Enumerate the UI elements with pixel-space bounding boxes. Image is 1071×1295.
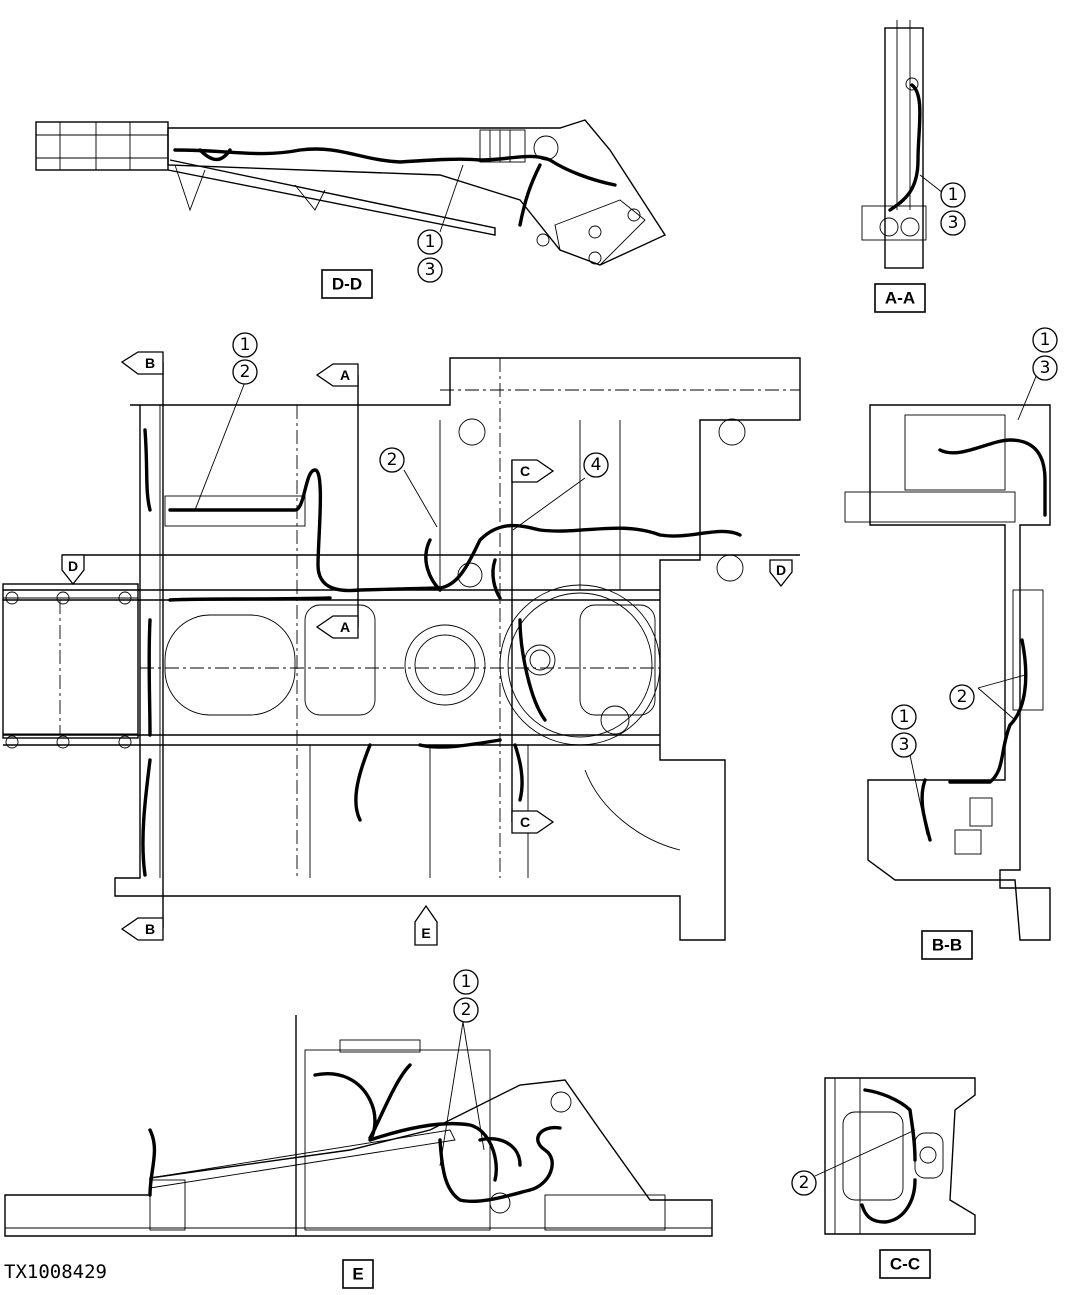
main-callout-2-left: 2 bbox=[232, 359, 258, 385]
bb-callout-2: 2 bbox=[949, 684, 975, 710]
dd-callout-1: 1 bbox=[417, 229, 443, 255]
svg-text:1: 1 bbox=[948, 185, 959, 205]
section-arrow-c-bottom: C bbox=[511, 810, 555, 834]
view-e-drawing bbox=[4, 1015, 713, 1237]
svg-text:C: C bbox=[520, 814, 530, 830]
svg-text:1: 1 bbox=[1040, 330, 1051, 350]
svg-text:1: 1 bbox=[461, 972, 472, 992]
main-callout-4: 4 bbox=[583, 452, 609, 478]
section-arrow-d-right: D bbox=[769, 559, 793, 588]
svg-text:D: D bbox=[68, 558, 78, 574]
svg-text:3: 3 bbox=[948, 213, 959, 233]
cc-callout-2: 2 bbox=[791, 1170, 817, 1196]
svg-text:E: E bbox=[421, 925, 430, 941]
svg-text:3: 3 bbox=[1040, 358, 1051, 378]
svg-text:A-A: A-A bbox=[885, 289, 915, 308]
view-cc-label: C-C bbox=[879, 1249, 931, 1279]
aa-callout-1: 1 bbox=[940, 182, 966, 208]
svg-text:D-D: D-D bbox=[332, 275, 362, 294]
svg-text:2: 2 bbox=[461, 1000, 472, 1020]
section-arrow-e: E bbox=[414, 904, 438, 946]
section-arrow-d-left: D bbox=[61, 554, 85, 586]
svg-text:4: 4 bbox=[591, 455, 602, 475]
svg-text:2: 2 bbox=[387, 450, 398, 470]
section-arrow-b-top: B bbox=[120, 351, 164, 375]
svg-text:A: A bbox=[340, 619, 350, 635]
dd-callout-3: 3 bbox=[417, 257, 443, 283]
svg-text:A: A bbox=[340, 367, 350, 383]
svg-text:B-B: B-B bbox=[932, 936, 962, 955]
svg-text:2: 2 bbox=[799, 1173, 810, 1193]
svg-text:B: B bbox=[145, 355, 155, 371]
view-aa-label: A-A bbox=[874, 283, 926, 313]
svg-text:2: 2 bbox=[957, 687, 968, 707]
svg-text:C: C bbox=[520, 463, 530, 479]
svg-text:1: 1 bbox=[425, 232, 436, 252]
section-arrow-c-top: C bbox=[511, 459, 555, 483]
e-callout-1: 1 bbox=[453, 969, 479, 995]
bb-callout-1-bottom: 1 bbox=[891, 704, 917, 730]
main-plan-drawing bbox=[2, 357, 801, 941]
svg-text:B: B bbox=[145, 921, 155, 937]
svg-text:2: 2 bbox=[240, 362, 251, 382]
svg-text:E: E bbox=[352, 1265, 363, 1284]
view-dd-label: D-D bbox=[321, 269, 373, 299]
main-callout-2-center: 2 bbox=[379, 447, 405, 473]
svg-text:C-C: C-C bbox=[890, 1255, 920, 1274]
svg-text:1: 1 bbox=[240, 335, 251, 355]
svg-text:1: 1 bbox=[899, 707, 910, 727]
view-bb-drawing bbox=[844, 361, 1051, 941]
aa-callout-3: 3 bbox=[940, 210, 966, 236]
main-callout-1-left: 1 bbox=[232, 332, 258, 358]
bb-callout-1-top: 1 bbox=[1032, 327, 1058, 353]
svg-text:3: 3 bbox=[425, 260, 436, 280]
e-callout-2: 2 bbox=[453, 997, 479, 1023]
figure-id: TX1008429 bbox=[4, 1261, 107, 1283]
view-cc-drawing bbox=[814, 1077, 976, 1235]
view-aa-drawing bbox=[861, 20, 944, 269]
section-arrow-a-bottom: A bbox=[315, 615, 359, 639]
section-arrow-a-top: A bbox=[315, 363, 359, 387]
svg-text:3: 3 bbox=[899, 735, 910, 755]
section-arrow-b-bottom: B bbox=[120, 917, 164, 941]
svg-text:D: D bbox=[776, 562, 786, 578]
bb-callout-3-bottom: 3 bbox=[891, 732, 917, 758]
view-dd-drawing bbox=[35, 119, 667, 266]
bb-callout-3-top: 3 bbox=[1032, 355, 1058, 381]
view-e-label: E bbox=[342, 1259, 374, 1289]
view-bb-label: B-B bbox=[921, 930, 973, 960]
